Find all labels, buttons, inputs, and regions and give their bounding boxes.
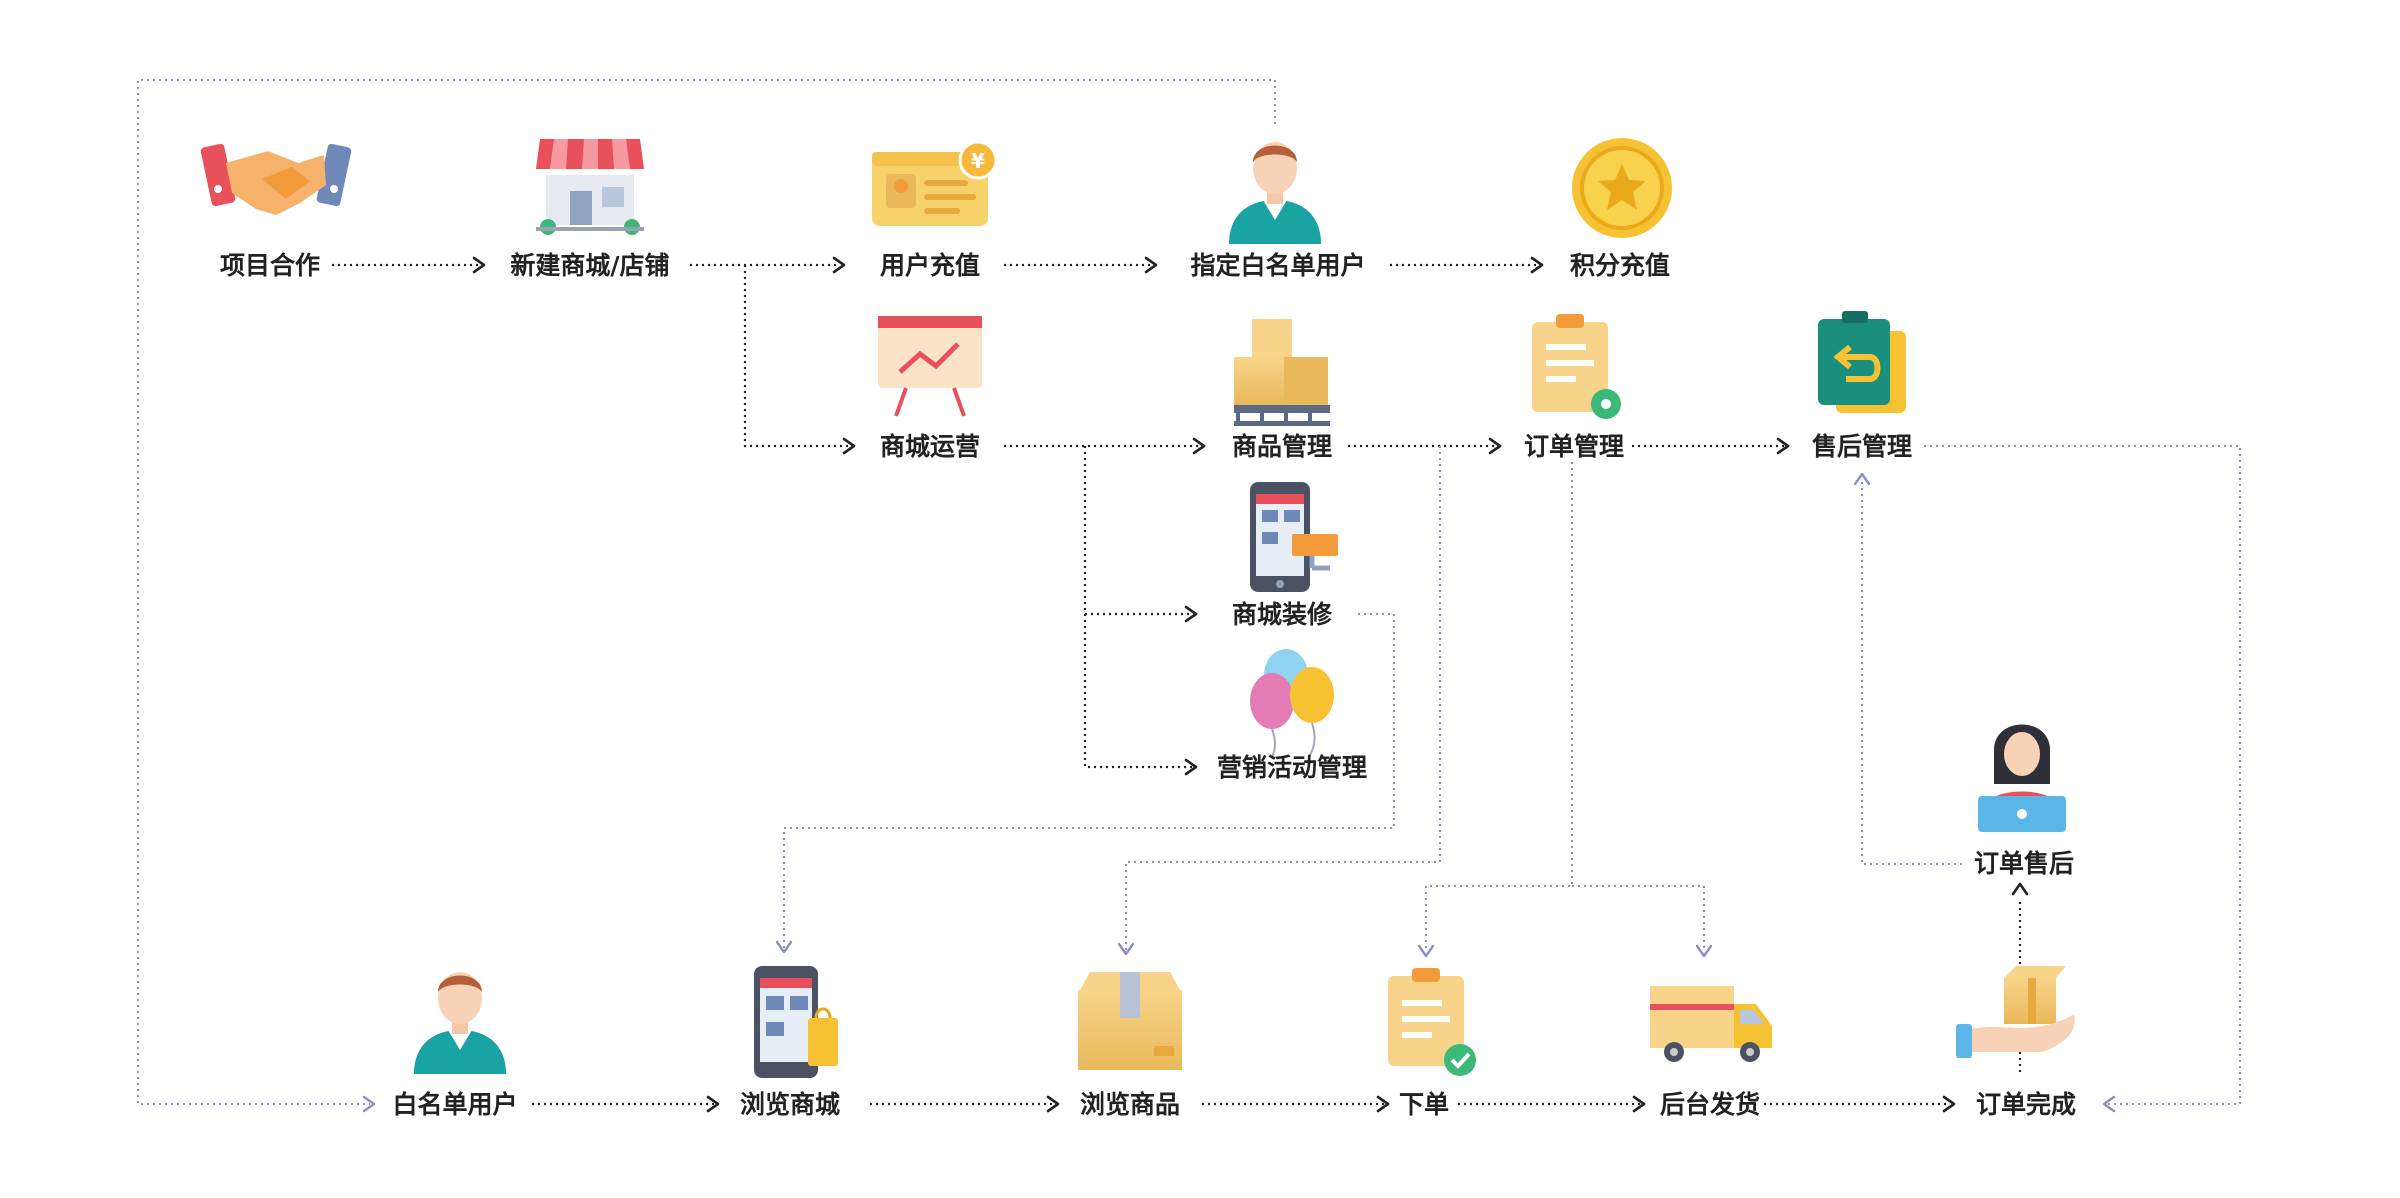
trend-board-icon bbox=[878, 316, 982, 417]
node-label-order-after-sales: 订单售后 bbox=[1974, 849, 2074, 878]
node-label-whitelist-user: 白名单用户 bbox=[392, 1090, 517, 1119]
node-label-whitelist-designate: 指定白名单用户 bbox=[1190, 251, 1365, 280]
node-label-product-mgmt: 商品管理 bbox=[1232, 432, 1332, 461]
node-label-place-order: 下单 bbox=[1399, 1090, 1449, 1119]
node-label-browse-product: 浏览商品 bbox=[1080, 1090, 1180, 1119]
node-label-cooperation: 项目合作 bbox=[220, 251, 320, 280]
star-coin-icon bbox=[1572, 138, 1672, 238]
yuan-card-icon: ¥ bbox=[872, 140, 998, 226]
handshake-icon bbox=[200, 143, 352, 215]
truck-icon bbox=[1650, 986, 1772, 1062]
connectors bbox=[137, 79, 2241, 1113]
node-label-mall-operation: 商城运营 bbox=[880, 432, 980, 461]
phone-paint-icon bbox=[1250, 482, 1338, 592]
node-label-mall-decoration: 商城装修 bbox=[1232, 600, 1333, 629]
svg-text:¥: ¥ bbox=[971, 149, 985, 173]
node-label-new-store: 新建商城/店铺 bbox=[510, 251, 669, 280]
phone-shop-icon bbox=[754, 966, 838, 1078]
hand-box-icon bbox=[1956, 966, 2075, 1058]
node-label-browse-mall: 浏览商城 bbox=[740, 1090, 840, 1119]
boxes-icon bbox=[1234, 319, 1330, 426]
node-label-order-mgmt: 订单管理 bbox=[1524, 432, 1624, 461]
balloons-icon bbox=[1250, 649, 1334, 758]
support-agent-icon bbox=[1978, 724, 2066, 832]
package-icon bbox=[1078, 972, 1182, 1070]
clipboard-gear-icon bbox=[1532, 314, 1621, 419]
storefront-icon bbox=[536, 139, 644, 235]
node-label-marketing: 营销活动管理 bbox=[1217, 753, 1367, 782]
node-label-shipping: 后台发货 bbox=[1660, 1090, 1760, 1119]
node-label-user-recharge: 用户充值 bbox=[880, 251, 980, 280]
node-label-points-recharge: 积分充值 bbox=[1570, 251, 1670, 280]
user-icon bbox=[414, 972, 506, 1074]
return-clipboard-icon bbox=[1818, 311, 1906, 413]
node-label-after-sales-mgmt: 售后管理 bbox=[1812, 432, 1912, 461]
node-label-order-complete: 订单完成 bbox=[1976, 1090, 2076, 1119]
clipboard-check-icon bbox=[1388, 968, 1476, 1076]
user-icon bbox=[1229, 142, 1321, 244]
